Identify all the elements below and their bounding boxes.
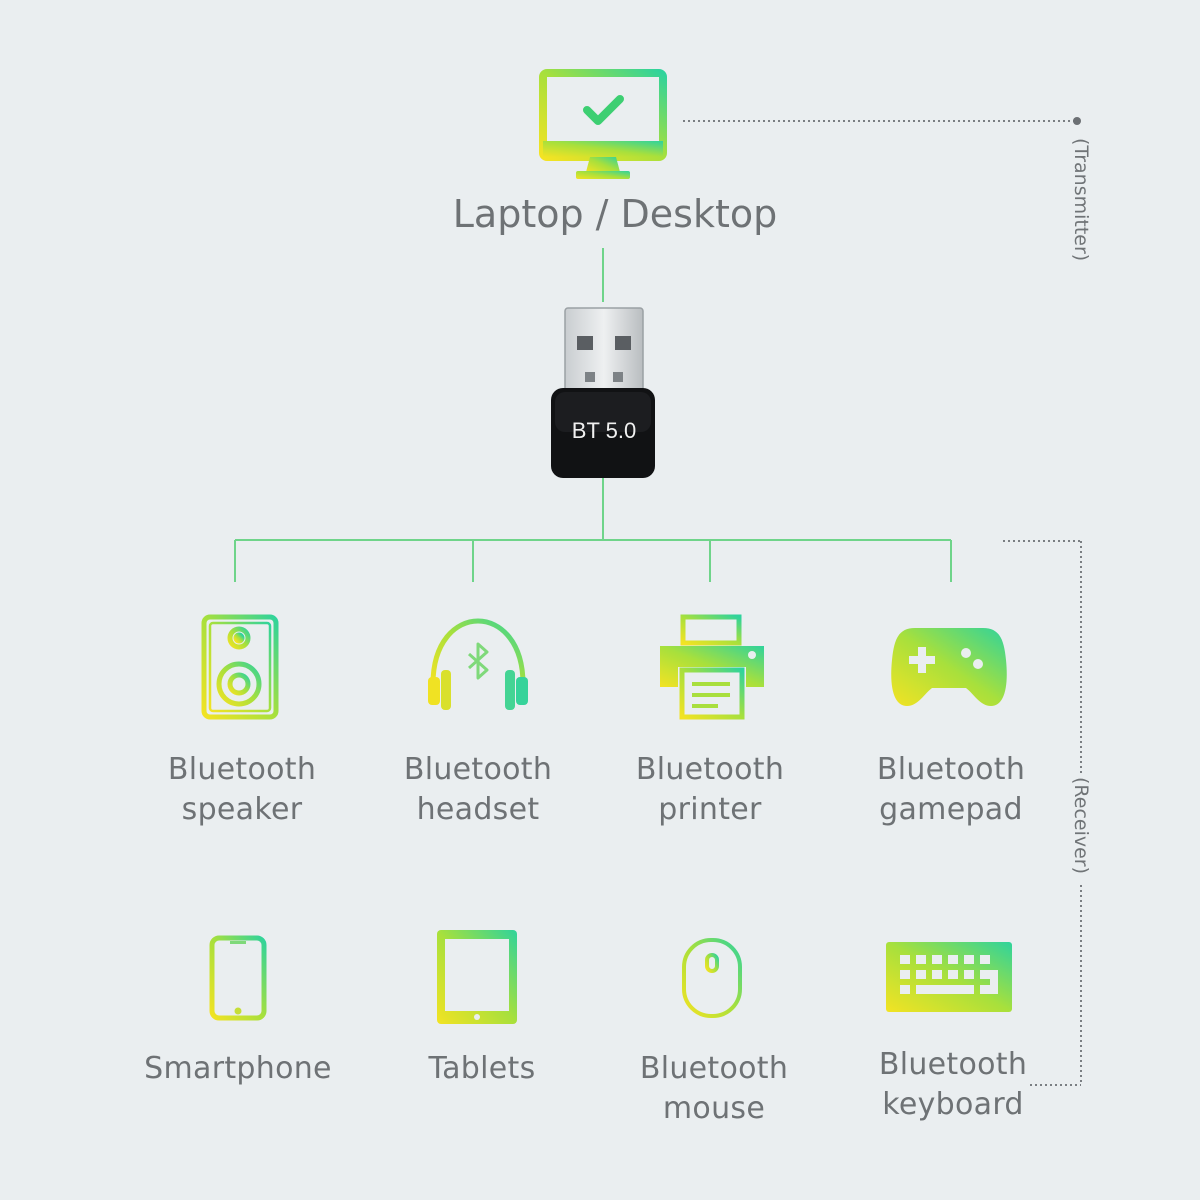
keyboard-icon xyxy=(886,942,1012,1012)
connector-lines xyxy=(234,248,952,582)
device-label-line1: Bluetooth xyxy=(403,752,553,787)
smartphone-icon xyxy=(209,935,267,1021)
mouse-icon xyxy=(682,938,742,1018)
device-label-line1: Bluetooth xyxy=(639,1051,789,1086)
device-label-line1: Bluetooth xyxy=(635,752,785,787)
device-label-mouse: Bluetooth mouse xyxy=(612,1049,816,1129)
device-label-line2: mouse xyxy=(662,1091,766,1126)
device-label-line1: Bluetooth xyxy=(878,1047,1028,1082)
device-label-line2: printer xyxy=(658,792,762,827)
source-label: Laptop / Desktop xyxy=(452,192,778,236)
printer-icon xyxy=(660,614,764,720)
usb-dongle-icon: BT 5.0 xyxy=(551,307,655,478)
monitor-check-icon xyxy=(539,69,667,179)
device-label-line2: gamepad xyxy=(879,792,1023,827)
device-label-line1: Bluetooth xyxy=(876,752,1026,787)
adapter-label: BT 5.0 xyxy=(572,418,636,443)
device-label-line2: speaker xyxy=(181,792,303,827)
device-label-tablets: Tablets xyxy=(380,1049,584,1089)
transmitter-label: (Transmitter) xyxy=(1070,138,1092,262)
device-label-keyboard: Bluetooth keyboard xyxy=(851,1045,1055,1125)
receiver-label: (Receiver) xyxy=(1070,777,1092,875)
device-label-line2: keyboard xyxy=(882,1087,1024,1122)
device-label-smartphone: Smartphone xyxy=(128,1049,348,1089)
device-label-gamepad: Bluetooth gamepad xyxy=(849,750,1053,830)
device-label-line1: Bluetooth xyxy=(167,752,317,787)
receiver-bracket xyxy=(1003,540,1082,1086)
gamepad-icon xyxy=(891,628,1007,706)
speaker-icon xyxy=(201,614,279,720)
device-label-line1: Smartphone xyxy=(144,1051,332,1086)
device-label-line2: headset xyxy=(416,792,540,827)
transmitter-dot xyxy=(1073,117,1081,125)
device-label-headset: Bluetooth headset xyxy=(376,750,580,830)
device-label-printer: Bluetooth printer xyxy=(608,750,812,830)
tablet-icon xyxy=(437,930,517,1024)
device-label-line1: Tablets xyxy=(428,1051,536,1086)
headset-icon xyxy=(428,618,528,710)
device-label-speaker: Bluetooth speaker xyxy=(140,750,344,830)
